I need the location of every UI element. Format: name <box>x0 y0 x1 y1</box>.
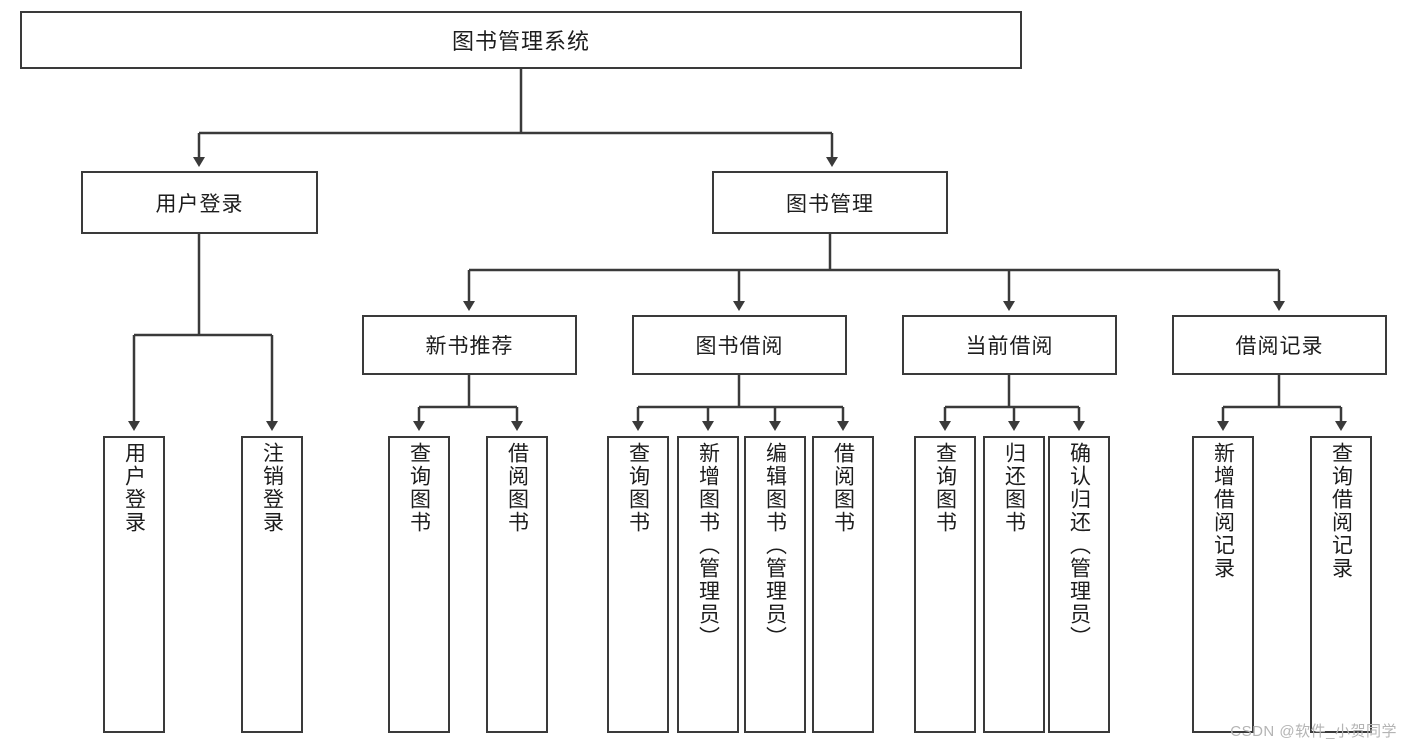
node-borrow-records[interactable]: 借阅记录 <box>1172 315 1387 375</box>
node-label: 新增借阅记录 <box>1211 442 1235 580</box>
node-label: 图书借阅 <box>695 335 784 358</box>
leaf-user-login-login[interactable]: 用户登录 <box>103 436 165 733</box>
leaf-borrow-add-book-admin[interactable]: 新增图书（管理员） <box>677 436 739 733</box>
node-label: 归还图书 <box>1002 442 1026 534</box>
node-label: 借阅记录 <box>1235 335 1324 358</box>
leaf-borrow-query-book[interactable]: 查询图书 <box>607 436 669 733</box>
leaf-borrow-borrow-book[interactable]: 借阅图书 <box>812 436 874 733</box>
node-label: 查询图书 <box>626 442 650 534</box>
node-label: 查询借阅记录 <box>1329 442 1353 580</box>
leaf-records-query-record[interactable]: 查询借阅记录 <box>1310 436 1372 733</box>
node-label: 新增图书（管理员） <box>696 442 720 649</box>
node-label: 新书推荐 <box>425 335 514 358</box>
leaf-current-confirm-return-admin[interactable]: 确认归还（管理员） <box>1048 436 1110 733</box>
node-new-book-recommend[interactable]: 新书推荐 <box>362 315 577 375</box>
node-label: 图书管理 <box>786 192 874 216</box>
node-label: 编辑图书（管理员） <box>763 442 787 649</box>
node-book-borrow[interactable]: 图书借阅 <box>632 315 847 375</box>
node-label: 借阅图书 <box>831 442 855 534</box>
leaf-borrow-edit-book-admin[interactable]: 编辑图书（管理员） <box>744 436 806 733</box>
node-label: 借阅图书 <box>505 442 529 534</box>
node-label: 用户登录 <box>155 192 244 216</box>
node-book-management[interactable]: 图书管理 <box>712 171 948 234</box>
node-root-system[interactable]: 图书管理系统 <box>20 11 1022 69</box>
node-label: 当前借阅 <box>965 335 1054 358</box>
watermark: CSDN @软件_小贺同学 <box>1230 723 1397 740</box>
leaf-current-return-book[interactable]: 归还图书 <box>983 436 1045 733</box>
leaf-new-book-query[interactable]: 查询图书 <box>388 436 450 733</box>
node-label: 确认归还（管理员） <box>1067 442 1091 649</box>
leaf-user-login-logout[interactable]: 注销登录 <box>241 436 303 733</box>
leaf-new-book-borrow[interactable]: 借阅图书 <box>486 436 548 733</box>
node-label: 用户登录 <box>122 442 146 534</box>
leaf-current-query-book[interactable]: 查询图书 <box>914 436 976 733</box>
node-label: 注销登录 <box>260 442 284 534</box>
node-user-login[interactable]: 用户登录 <box>81 171 318 234</box>
node-current-borrow[interactable]: 当前借阅 <box>902 315 1117 375</box>
node-label: 查询图书 <box>933 442 957 534</box>
node-label: 图书管理系统 <box>451 29 590 54</box>
node-label: 查询图书 <box>407 442 431 534</box>
leaf-records-add-record[interactable]: 新增借阅记录 <box>1192 436 1254 733</box>
